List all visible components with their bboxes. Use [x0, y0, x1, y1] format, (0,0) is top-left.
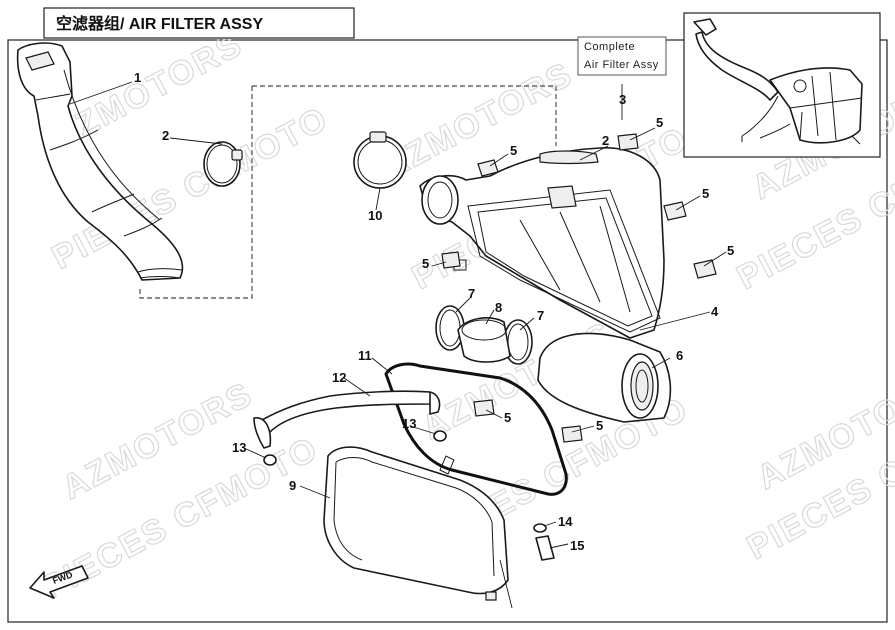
part-4-air-box-housing [419, 147, 665, 339]
part-11-gasket [384, 362, 568, 496]
callout-1: 1 [134, 70, 141, 85]
callout-5: 5 [727, 243, 734, 258]
callout-13: 13 [232, 440, 246, 455]
callout-5: 5 [702, 186, 709, 201]
complete-note-box [577, 36, 667, 76]
part-12-breather-hose [253, 390, 441, 449]
callout-11: 11 [358, 348, 372, 363]
diagram-title: 空滤器组/ AIR FILTER ASSY [56, 14, 263, 33]
callout-8: 8 [495, 300, 502, 315]
callout-6: 6 [676, 348, 683, 363]
page-frame [7, 39, 888, 623]
callout-15: 15 [570, 538, 584, 553]
callout-3: 3 [619, 92, 626, 107]
callout-5: 5 [422, 256, 429, 271]
callout-4: 4 [711, 304, 719, 319]
callout-2: 2 [602, 133, 609, 148]
callout-7: 7 [468, 286, 475, 301]
assembly-reference-outline [139, 85, 557, 299]
callout-9: 9 [289, 478, 296, 493]
callout-7: 7 [537, 308, 544, 323]
part-6-filter-element [537, 332, 672, 423]
callout-5: 5 [510, 143, 517, 158]
forward-arrow-icon: FWD [29, 565, 89, 599]
callout-labels: 1 2 2 3 4 5 5 5 5 5 5 5 6 7 7 8 9 10 11 … [134, 70, 734, 553]
part-14-15-drain-plug [533, 523, 555, 561]
complete-note-line2: Air Filter Assy [584, 59, 659, 71]
part-1-intake-snorkel [16, 42, 184, 281]
part-13-small-clamps [263, 430, 447, 466]
callout-5: 5 [656, 115, 663, 130]
callout-10: 10 [368, 208, 382, 223]
callout-14: 14 [558, 514, 573, 529]
part-2-hose-clamp-left [203, 141, 243, 187]
callout-12: 12 [332, 370, 346, 385]
assembly-inset-drawing [693, 18, 863, 145]
complete-note-line1: Complete [584, 41, 635, 53]
part-5-clips [441, 133, 717, 443]
title-box [43, 7, 355, 39]
callout-5: 5 [504, 410, 511, 425]
part-10-band-clamp [353, 131, 407, 189]
callout-2: 2 [162, 128, 169, 143]
part-8-sleeve [457, 317, 511, 363]
callout-13: 13 [402, 416, 416, 431]
part-9-lower-cover [323, 446, 509, 601]
leader-lines [69, 81, 727, 609]
callout-5: 5 [596, 418, 603, 433]
